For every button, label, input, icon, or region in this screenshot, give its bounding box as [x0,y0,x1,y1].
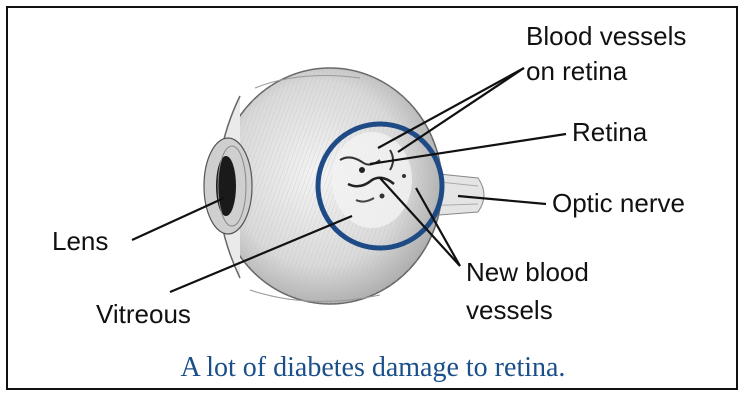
leader-blood-vessels-2 [398,68,524,152]
label-new-blood-line1: New blood [466,256,589,288]
retina-damage [332,132,412,228]
label-new-blood-line2: vessels [466,294,553,326]
label-vitreous: Vitreous [96,298,191,330]
label-blood-vessels-line2: on retina [526,55,627,87]
label-retina: Retina [572,116,647,148]
label-optic-nerve: Optic nerve [552,187,685,219]
label-blood-vessels-line1: Blood vessels [526,20,686,52]
caption: A lot of diabetes damage to retina. [0,352,746,384]
label-lens: Lens [52,225,108,257]
